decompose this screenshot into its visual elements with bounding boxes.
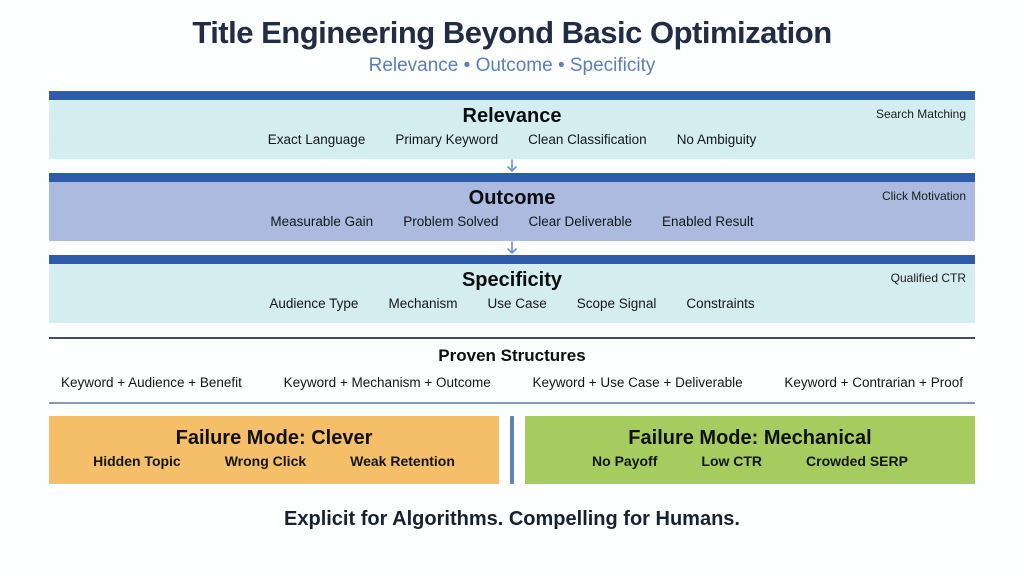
failure-item: Low CTR [701, 453, 763, 469]
arrow-gap [49, 159, 975, 173]
layer-items: Exact Language Primary Keyword Clean Cla… [49, 132, 975, 147]
header: Title Engineering Beyond Basic Optimizat… [0, 0, 1024, 77]
layer-body: Relevance Search Matching Exact Language… [49, 100, 975, 159]
layer-item: Clean Classification [528, 132, 647, 147]
layer-items: Measurable Gain Problem Solved Clear Del… [49, 214, 975, 229]
layer-top-bar [49, 91, 975, 100]
layer-item: Constraints [686, 296, 755, 311]
failure-items: Hidden Topic Wrong Click Weak Retention [49, 453, 499, 469]
proven-structures-items: Keyword + Audience + Benefit Keyword + M… [57, 375, 967, 390]
layer-item: No Ambiguity [676, 132, 757, 147]
layer-heading: Outcome [468, 187, 556, 209]
proven-item: Keyword + Audience + Benefit [61, 375, 242, 390]
failure-item: Wrong Click [224, 453, 307, 469]
layer-item: Audience Type [269, 296, 359, 311]
failure-mode-mechanical: Failure Mode: Mechanical No Payoff Low C… [525, 416, 975, 484]
layer-stack: Relevance Search Matching Exact Language… [49, 91, 975, 323]
layer-tag: Click Motivation [881, 189, 966, 203]
layer-item: Use Case [487, 296, 547, 311]
layer-heading: Specificity [461, 269, 563, 291]
proven-item: Keyword + Contrarian + Proof [784, 375, 963, 390]
proven-item: Keyword + Mechanism + Outcome [283, 375, 491, 390]
vertical-divider [510, 416, 514, 484]
footer-tagline: Explicit for Algorithms. Compelling for … [284, 508, 740, 530]
failure-item: Weak Retention [350, 453, 455, 469]
proven-structures-heading: Proven Structures [438, 346, 586, 365]
layer-body: Specificity Qualified CTR Audience Type … [49, 264, 975, 323]
page-title: Title Engineering Beyond Basic Optimizat… [192, 15, 832, 50]
layer-relevance: Relevance Search Matching Exact Language… [49, 91, 975, 159]
layer-item: Enabled Result [662, 214, 754, 229]
failure-modes-row: Failure Mode: Clever Hidden Topic Wrong … [49, 416, 975, 484]
layer-item: Primary Keyword [395, 132, 499, 147]
failure-item: Crowded SERP [806, 453, 908, 469]
layer-item: Problem Solved [403, 214, 499, 229]
failure-heading: Failure Mode: Mechanical [628, 427, 872, 449]
failure-item: Hidden Topic [93, 453, 181, 469]
layer-item: Scope Signal [576, 296, 657, 311]
layer-specificity: Specificity Qualified CTR Audience Type … [49, 255, 975, 323]
proven-structures-section: Proven Structures Keyword + Audience + B… [49, 337, 975, 404]
failure-heading: Failure Mode: Clever [175, 427, 373, 449]
layer-heading: Relevance [462, 105, 562, 127]
down-arrow-icon [507, 241, 517, 254]
layer-item: Mechanism [388, 296, 458, 311]
layer-tag: Search Matching [875, 107, 966, 121]
layer-item: Clear Deliverable [528, 214, 633, 229]
failure-item: No Payoff [592, 453, 658, 469]
layer-item: Exact Language [267, 132, 366, 147]
failure-mode-clever: Failure Mode: Clever Hidden Topic Wrong … [49, 416, 499, 484]
proven-item: Keyword + Use Case + Deliverable [532, 375, 743, 390]
layer-body: Outcome Click Motivation Measurable Gain… [49, 182, 975, 241]
layer-top-bar [49, 255, 975, 264]
layer-outcome: Outcome Click Motivation Measurable Gain… [49, 173, 975, 241]
layer-tag: Qualified CTR [890, 271, 966, 285]
page-subtitle: Relevance • Outcome • Specificity [368, 55, 656, 76]
failure-items: No Payoff Low CTR Crowded SERP [525, 453, 975, 469]
layer-top-bar [49, 173, 975, 182]
down-arrow-icon [507, 159, 517, 172]
layer-item: Measurable Gain [270, 214, 374, 229]
arrow-gap [49, 241, 975, 255]
layer-items: Audience Type Mechanism Use Case Scope S… [49, 296, 975, 311]
